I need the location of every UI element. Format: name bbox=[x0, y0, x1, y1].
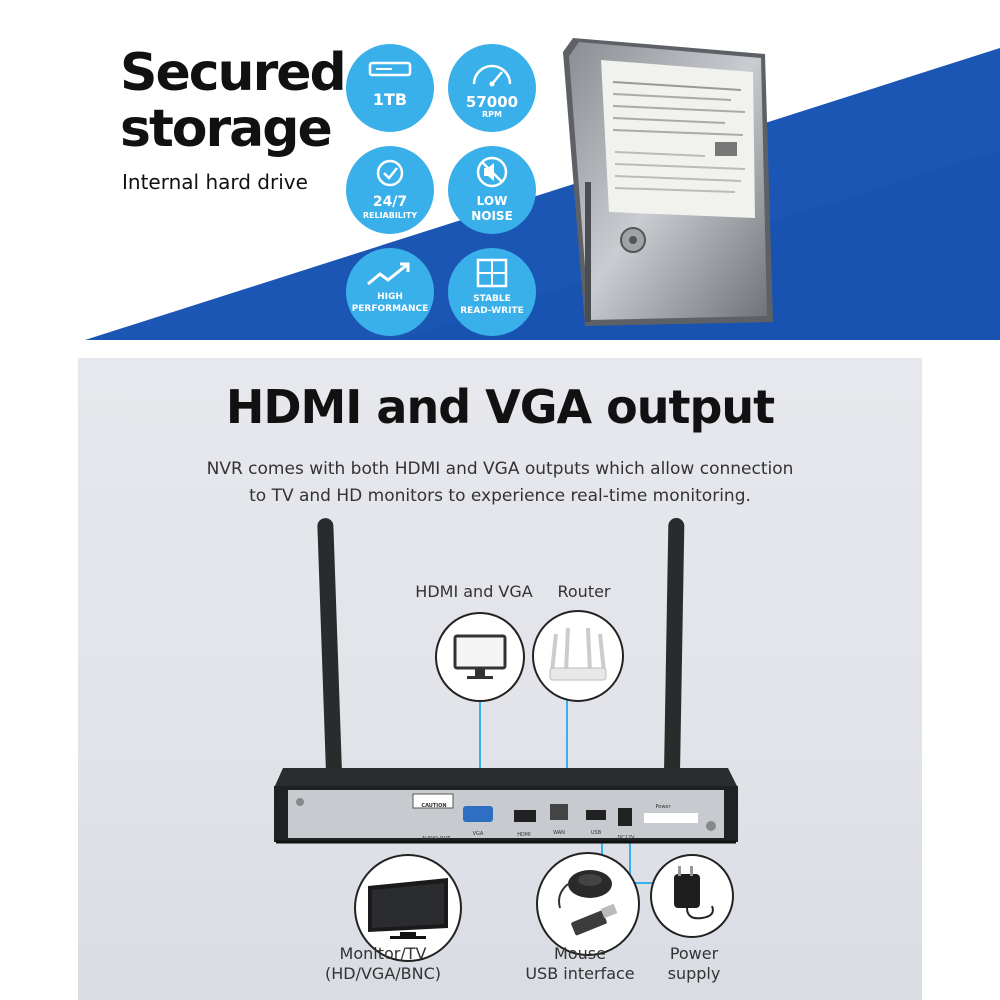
router-circle bbox=[532, 610, 624, 702]
dc-label: DC12V bbox=[617, 835, 635, 841]
section-subtitle: Internal hard drive bbox=[122, 170, 308, 194]
vga-label: VGA bbox=[472, 831, 484, 837]
section-description: NVR comes with both HDMI and VGA outputs… bbox=[78, 456, 922, 510]
hard-drive-icon bbox=[368, 61, 412, 77]
badge-main-text: 1TB bbox=[372, 90, 408, 109]
nvr-scene bbox=[274, 518, 738, 884]
badge-read-write: STABLE READ-WRITE bbox=[448, 248, 536, 336]
speedometer-icon bbox=[472, 64, 512, 87]
badge-main-text: 24/7 bbox=[372, 194, 408, 210]
section-title: HDMI and VGA output bbox=[225, 380, 775, 434]
badge-capacity: 1TB bbox=[346, 44, 434, 132]
power-caption: Power supply bbox=[648, 944, 740, 984]
mouse-caption-line-2: USB interface bbox=[525, 964, 635, 983]
left-antenna bbox=[317, 518, 343, 798]
badge-sub-text: RPM bbox=[482, 110, 502, 119]
monitor-caption: Monitor/TV (HD/VGA/BNC) bbox=[318, 944, 448, 984]
power-caption-line-1: Power bbox=[669, 944, 719, 963]
output-panel: HDMI and VGA output NVR comes with both … bbox=[78, 358, 922, 1000]
check-circle-icon bbox=[376, 159, 404, 187]
power-circle bbox=[650, 854, 734, 938]
description-line-1: NVR comes with both HDMI and VGA outputs… bbox=[206, 459, 794, 479]
hdmi-label: HDMI bbox=[517, 832, 531, 838]
title-line-1: Secured bbox=[120, 43, 347, 103]
badge-reliability: 24/7 RELIABILITY bbox=[346, 146, 434, 234]
mouse-caption: Mouse USB interface bbox=[510, 944, 650, 984]
section-title: Secured storage bbox=[120, 43, 347, 159]
power-adapter-icon bbox=[674, 866, 714, 920]
badge-main-text: LOW bbox=[476, 194, 508, 208]
storage-banner: Secured storage Internal hard drive 1TB … bbox=[0, 0, 1000, 345]
badge-sub-text: READ-WRITE bbox=[460, 306, 524, 316]
monitor-caption-line-2: (HD/VGA/BNC) bbox=[324, 964, 442, 983]
mute-speaker-icon bbox=[476, 156, 508, 188]
router-caption: Router bbox=[557, 582, 611, 601]
usb-stick-icon bbox=[571, 903, 618, 936]
badge-rpm: 57000 RPM bbox=[448, 44, 536, 132]
tv-circle bbox=[354, 854, 462, 962]
usb-label: USB bbox=[590, 830, 602, 836]
audio-out-label: AUDIO OUT bbox=[421, 836, 451, 842]
badge-noise: LOW NOISE bbox=[448, 146, 536, 234]
right-antenna bbox=[663, 518, 685, 798]
badge-performance: HIGH PERFORMANCE bbox=[346, 248, 434, 336]
hdmi-vga-caption: HDMI and VGA bbox=[415, 582, 533, 601]
trend-up-icon bbox=[367, 262, 410, 286]
title-line-2: storage bbox=[120, 99, 333, 159]
monitor-circle bbox=[435, 612, 525, 702]
power-port-label: Power bbox=[655, 804, 671, 810]
badge-sub-text: RELIABILITY bbox=[362, 211, 418, 220]
hard-drive-illustration bbox=[563, 38, 773, 326]
badge-main-text: 57000 bbox=[465, 93, 519, 111]
router-icon bbox=[549, 627, 607, 681]
power-caption-line-2: supply bbox=[667, 964, 721, 983]
badge-main-text: STABLE bbox=[473, 294, 511, 304]
monitor-caption-line-1: Monitor/TV bbox=[339, 944, 427, 963]
mouse-icon bbox=[558, 870, 618, 936]
badge-sub-text: PERFORMANCE bbox=[351, 304, 429, 314]
grid-icon bbox=[476, 258, 508, 288]
tv-icon bbox=[368, 878, 448, 939]
mouse-caption-line-1: Mouse bbox=[554, 944, 606, 963]
badge-sub-text: NOISE bbox=[471, 209, 513, 223]
caution-label: CAUTION bbox=[421, 803, 447, 809]
badge-main-text: HIGH bbox=[377, 292, 403, 302]
mouse-circle bbox=[536, 852, 640, 956]
wan-label: WAN bbox=[553, 830, 565, 836]
nvr-device bbox=[274, 768, 738, 844]
monitor-icon bbox=[453, 634, 507, 679]
description-line-2: to TV and HD monitors to experience real… bbox=[249, 486, 751, 506]
